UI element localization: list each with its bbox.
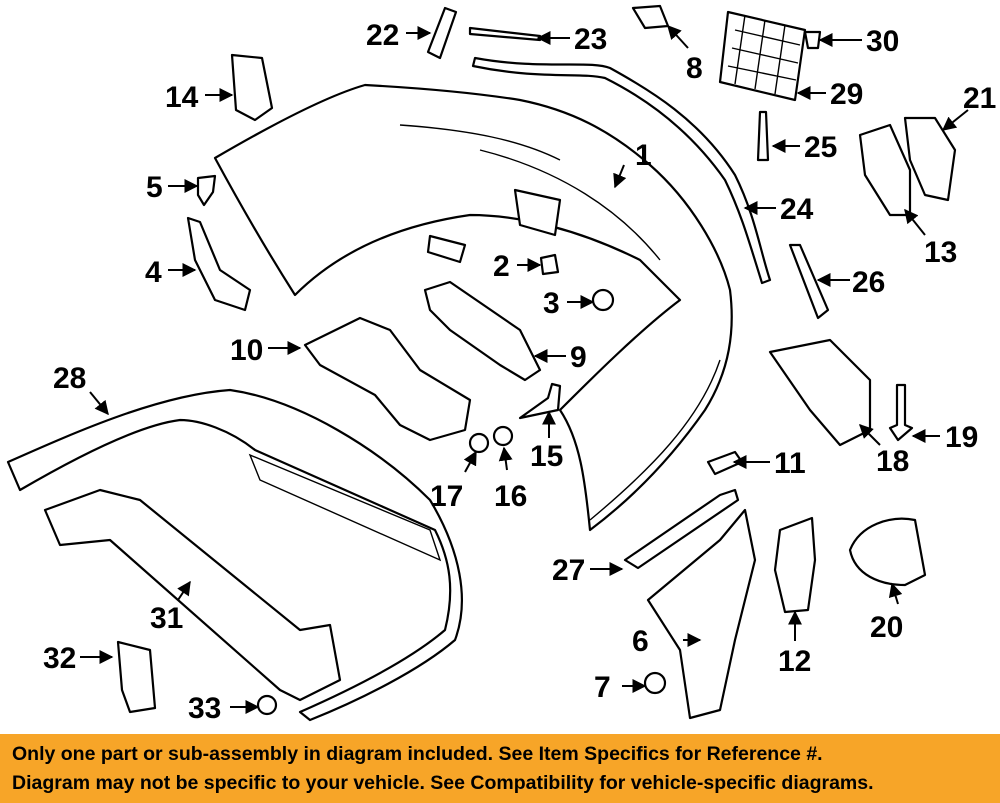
callout-25: 25: [804, 131, 837, 164]
callout-5: 5: [146, 171, 163, 204]
callout-22: 22: [366, 19, 399, 52]
washer-16: [492, 425, 514, 447]
disclaimer-line-2: Diagram may not be specific to your vehi…: [12, 772, 874, 794]
plate-32: [116, 640, 157, 714]
callout-6: 6: [632, 625, 649, 658]
clip-2: [539, 253, 560, 276]
bracket-left: [303, 316, 472, 442]
bolt-19: [888, 383, 914, 442]
bumper-parts-diagram: 22 23 8 30 29 21 14 25 1 5 24 13 2 26 4 …: [6, 4, 996, 725]
leader-lines: [80, 24, 969, 714]
corner-bracket-13: [858, 123, 912, 217]
callout-15: 15: [530, 440, 563, 473]
callout-29: 29: [830, 78, 863, 111]
disclaimer-banner: Only one part or sub-assembly in diagram…: [0, 734, 1000, 803]
housing-20: [848, 517, 927, 587]
mesh-grille: [718, 10, 807, 102]
callout-9: 9: [570, 341, 587, 374]
callout-27: 27: [552, 554, 585, 587]
callout-10: 10: [230, 334, 263, 367]
side-bracket-18: [768, 338, 872, 447]
callout-8: 8: [686, 52, 703, 85]
callout-11: 11: [774, 447, 806, 480]
callout-19: 19: [945, 421, 978, 454]
disclaimer-line-1: Only one part or sub-assembly in diagram…: [12, 743, 823, 765]
callout-numbers: 22 23 8 30 29 21 14 25 1 5 24 13 2 26 4 …: [43, 19, 996, 725]
callout-20: 20: [870, 611, 903, 644]
callout-3: 3: [543, 287, 560, 320]
mount-bracket-4: [186, 216, 252, 312]
bracket-12: [773, 516, 817, 614]
callout-33: 33: [188, 692, 221, 725]
bumper-cover: [213, 83, 733, 532]
callout-16: 16: [494, 480, 527, 513]
upper-trim-strip: [471, 56, 772, 285]
side-bracket-upper: [230, 53, 274, 122]
push-clip-7: [643, 671, 667, 695]
callout-23: 23: [574, 23, 607, 56]
callout-4: 4: [145, 256, 162, 289]
callout-30: 30: [866, 25, 899, 58]
clip-15: [518, 382, 562, 420]
nut-17: [468, 432, 490, 454]
screw-30: [803, 30, 822, 50]
rod: [468, 26, 542, 42]
callout-17: 17: [430, 480, 463, 513]
lower-valance: [6, 388, 463, 722]
nut-3: [591, 288, 615, 312]
callout-7: 7: [594, 671, 611, 704]
callout-24: 24: [780, 193, 814, 226]
trim-strip-27: [623, 488, 740, 570]
small-bracket-8: [631, 4, 670, 30]
corner-bracket-21: [903, 116, 957, 202]
absorber: [423, 280, 542, 382]
callout-32: 32: [43, 642, 76, 675]
callout-14: 14: [165, 81, 199, 114]
callout-13: 13: [924, 236, 957, 269]
clip-strip: [426, 6, 458, 60]
callout-2: 2: [493, 250, 510, 283]
nut-33: [256, 694, 278, 716]
bolt-5: [196, 174, 217, 207]
pin-25: [756, 110, 770, 162]
callout-28: 28: [53, 362, 86, 395]
callout-21: 21: [963, 82, 996, 115]
impact-bar: [43, 488, 342, 702]
callout-12: 12: [778, 645, 811, 678]
side-panel-6: [646, 508, 757, 720]
callout-31: 31: [150, 602, 183, 635]
callout-1: 1: [635, 139, 652, 172]
callout-18: 18: [876, 445, 909, 478]
callout-26: 26: [852, 266, 885, 299]
trim-26: [788, 243, 830, 320]
